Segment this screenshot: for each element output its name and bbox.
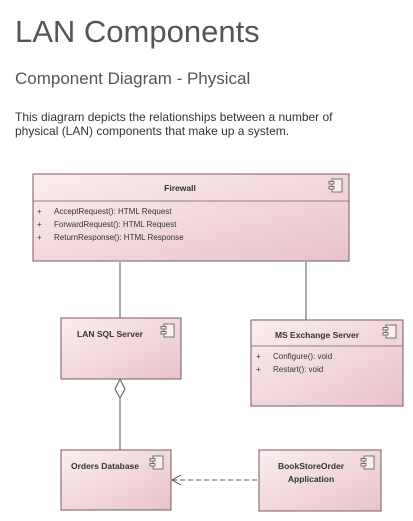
bookstore-order-application-component[interactable]: BookStoreOrder Application (258, 449, 382, 512)
ms-exchange-server-name: MS Exchange Server (275, 330, 360, 340)
orders-database-name: Orders Database (71, 461, 139, 471)
ms-exchange-server-component[interactable]: MS Exchange Server + Configure(): void +… (250, 319, 404, 407)
visibility-marker: + (256, 352, 261, 361)
aggregation-diamond (114, 377, 126, 400)
dependency-arrowhead (170, 474, 182, 486)
bookstore-app-name-line1: BookStoreOrder (278, 461, 345, 471)
firewall-name: Firewall (164, 183, 196, 193)
firewall-component[interactable]: Firewall + AcceptRequest(): HTML Request… (32, 173, 350, 262)
visibility-marker: + (256, 365, 261, 374)
diagram-description: This diagram depicts the relationships b… (15, 110, 333, 138)
lan-sql-server-name: LAN SQL Server (77, 329, 144, 339)
orders-database-component[interactable]: Orders Database (60, 449, 172, 511)
exchange-operation: Configure(): void (273, 352, 332, 361)
page-subtitle: Component Diagram - Physical (15, 69, 251, 88)
bookstore-app-name-line2: Application (288, 474, 334, 484)
page-title: LAN Components (15, 14, 260, 49)
visibility-marker: + (37, 233, 42, 242)
lan-sql-server-component[interactable]: LAN SQL Server (60, 317, 182, 380)
visibility-marker: + (37, 207, 42, 216)
firewall-operation: ReturnResponse(): HTML Response (54, 233, 184, 242)
visibility-marker: + (37, 220, 42, 229)
firewall-operation: ForwardRequest(): HTML Request (54, 220, 177, 229)
firewall-operation: AcceptRequest(): HTML Request (54, 207, 172, 216)
exchange-operation: Restart(): void (273, 365, 323, 374)
